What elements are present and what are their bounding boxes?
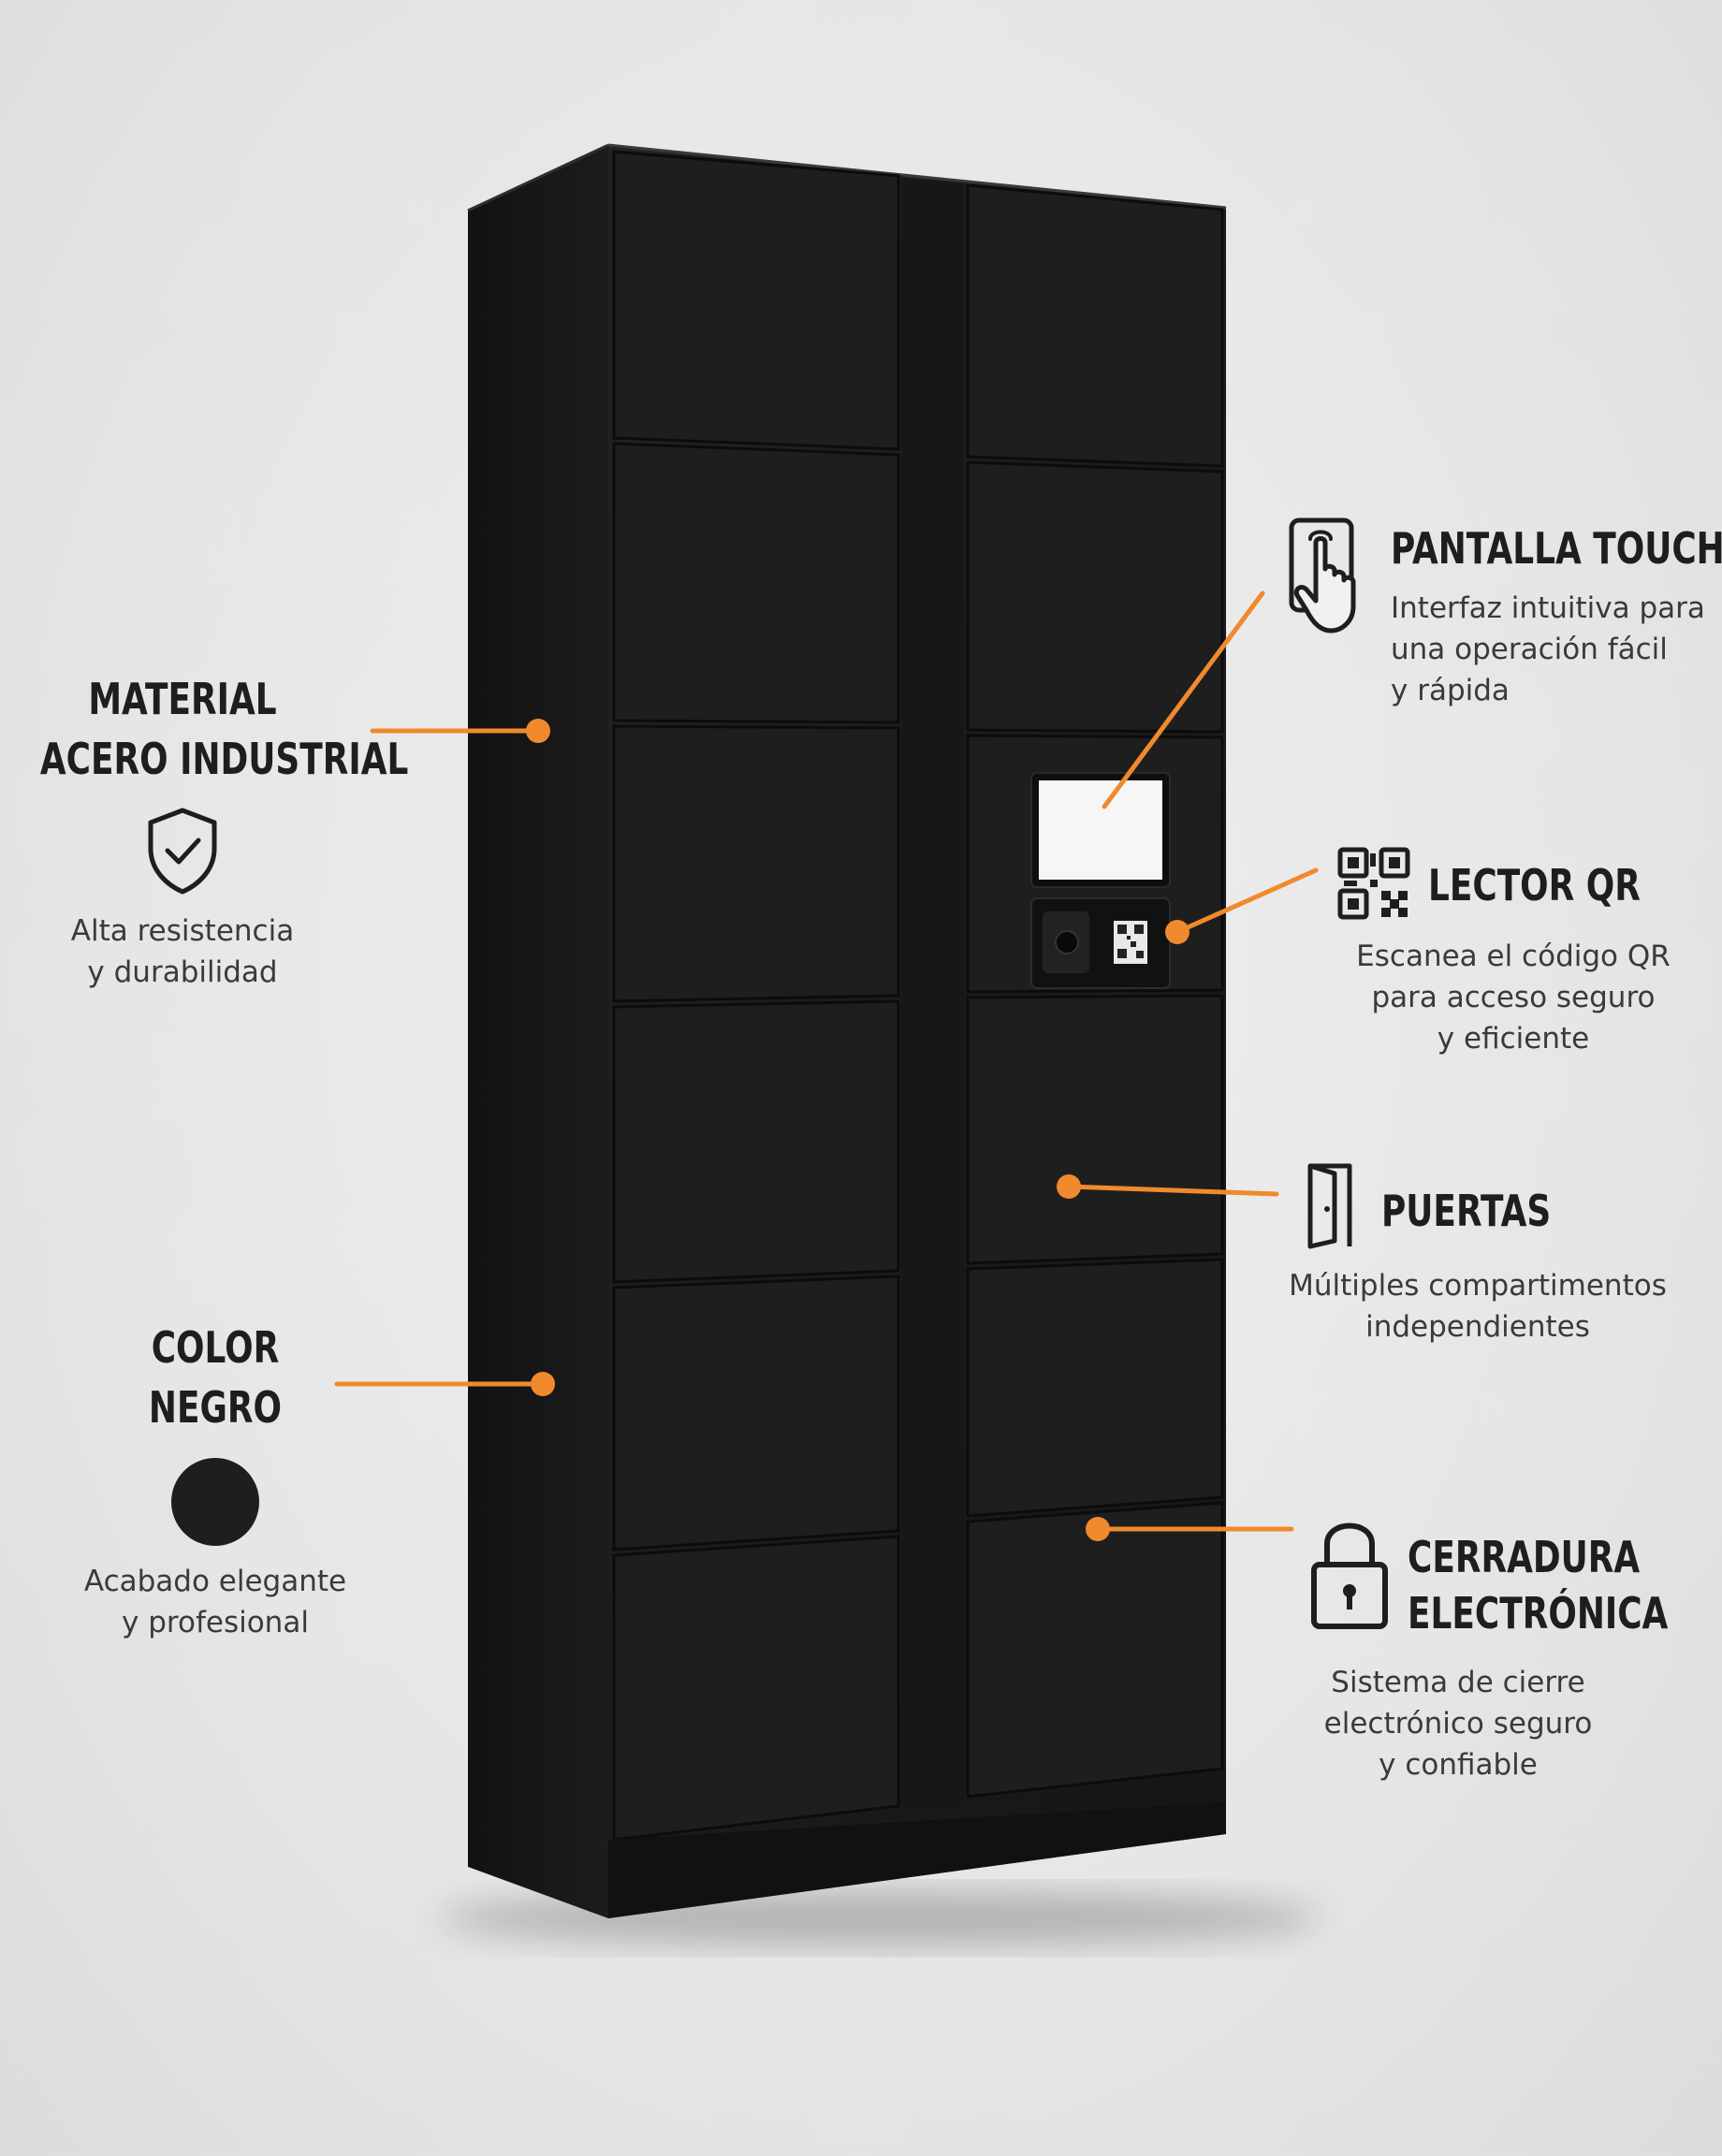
touch-screen-icon (1289, 517, 1356, 634)
feature-cerradura: Sistema de cierre electrónico seguro y c… (1310, 1662, 1606, 1785)
padlock-icon (1311, 1522, 1388, 1629)
left-door-column (612, 150, 900, 1842)
feature-puertas-heading: PUERTAS (1381, 1181, 1598, 1241)
feature-desc: Interfaz intuitiva para (1391, 591, 1705, 625)
feature-desc: y profesional (122, 1606, 309, 1639)
feature-desc: electrónico seguro (1323, 1707, 1593, 1741)
touch-screen-display (1030, 772, 1171, 888)
feature-desc: y durabilidad (87, 955, 278, 989)
qr-code-icon (1337, 847, 1410, 920)
feature-cerradura-heading: CERRADURA ELECTRÓNICA (1408, 1527, 1722, 1643)
locker-side (468, 145, 608, 1918)
feature-desc: y confiable (1379, 1748, 1538, 1782)
right-door-column (966, 183, 1224, 1799)
feature-title: LECTOR QR (1428, 860, 1641, 910)
feature-desc: y rápida (1391, 674, 1510, 707)
feature-desc: Alta resistencia (70, 914, 295, 948)
feature-title: CERRADURA (1408, 1532, 1641, 1582)
feature-title: MATERIAL (88, 674, 277, 724)
feature-title: COLOR (151, 1322, 280, 1373)
feature-desc: Acabado elegante (83, 1565, 347, 1598)
qr-reader-device (1030, 897, 1171, 989)
feature-title: ACERO INDUSTRIAL (39, 734, 409, 784)
feature-desc: Sistema de cierre (1331, 1666, 1585, 1699)
feature-lector-qr-heading: LECTOR QR (1428, 855, 1700, 915)
feature-lector-qr: Escanea el código QR para acceso seguro … (1321, 936, 1705, 1059)
feature-material: MATERIAL ACERO INDUSTRIAL Alta resistenc… (0, 669, 409, 993)
feature-puertas: Múltiples compartimentos independientes (1288, 1265, 1668, 1348)
feature-desc: y eficiente (1437, 1022, 1590, 1056)
feature-color: COLOR NEGRO Acabado elegante y profesion… (64, 1318, 367, 1643)
feature-title: PANTALLA TOUCH (1391, 523, 1722, 574)
feature-pantalla-touch: PANTALLA TOUCH Interfaz intuitiva para u… (1391, 518, 1722, 711)
door-icon (1307, 1163, 1352, 1249)
feature-desc: Múltiples compartimentos (1289, 1269, 1667, 1303)
feature-desc: una operación fácil (1391, 633, 1668, 666)
feature-desc: independientes (1365, 1310, 1590, 1344)
callout-lines (334, 590, 1319, 1532)
feature-title: ELECTRÓNICA (1408, 1588, 1669, 1639)
callout-dots (526, 719, 1189, 1541)
shield-check-icon (148, 808, 217, 895)
feature-desc: Escanea el código QR (1356, 940, 1671, 973)
feature-desc: para acceso seguro (1371, 981, 1656, 1014)
feature-title: NEGRO (148, 1382, 283, 1433)
feature-title: PUERTAS (1381, 1186, 1552, 1236)
black-circle-swatch (171, 1458, 259, 1546)
